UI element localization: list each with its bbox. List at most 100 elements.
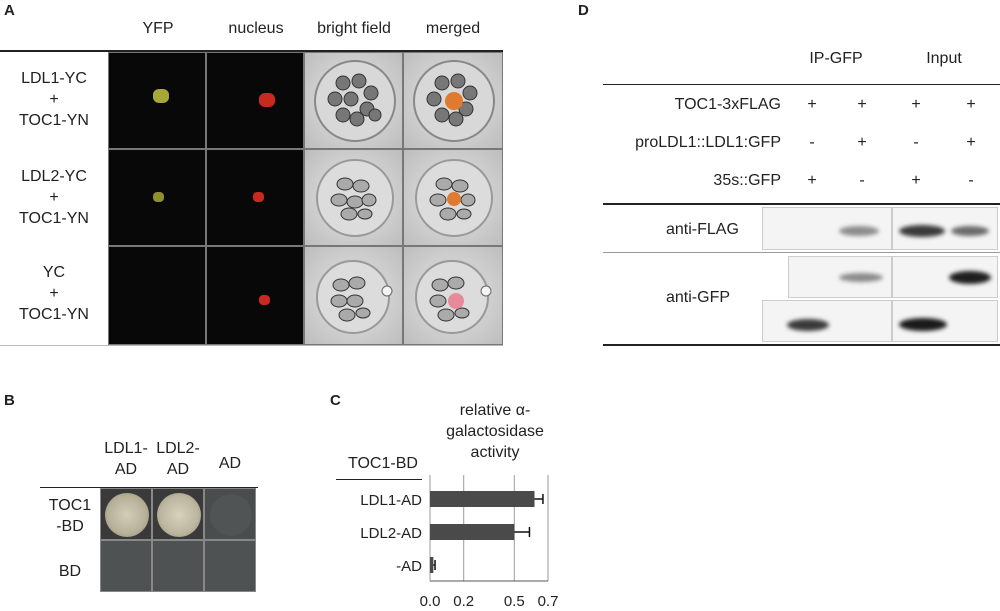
blot-anti-flag-ip bbox=[762, 207, 892, 250]
x-tick-label: 0.5 bbox=[504, 593, 525, 610]
panel-d-sep-rule bbox=[603, 252, 1000, 253]
image-ldl1-nucleus bbox=[206, 52, 304, 149]
x-tick-label: 0.0 bbox=[420, 593, 441, 610]
yfp-signal bbox=[153, 89, 169, 103]
yfp-signal bbox=[153, 192, 164, 202]
cell-outline bbox=[415, 159, 493, 237]
band bbox=[839, 273, 883, 282]
bar bbox=[430, 557, 434, 573]
yeast-spot-bd-ad bbox=[204, 540, 256, 592]
cell-outline bbox=[316, 159, 394, 237]
yeast-spot-bd-ldl2 bbox=[152, 540, 204, 592]
condition-sign: + bbox=[857, 96, 867, 113]
band bbox=[787, 319, 829, 331]
x-tick-label: 0.2 bbox=[453, 593, 474, 610]
condition-sign: + bbox=[807, 172, 817, 189]
panel-a-top-rule bbox=[0, 50, 503, 52]
yeast-spot-toc1-ad bbox=[204, 488, 256, 540]
condition-sign: + bbox=[911, 172, 921, 189]
cell-outline bbox=[415, 260, 492, 334]
col-header-yfp: YFP bbox=[142, 20, 174, 37]
group-header-ip-gfp: IP-GFP bbox=[809, 50, 863, 67]
row-label-bd: BD bbox=[58, 563, 82, 580]
panel-d-mid-rule bbox=[603, 203, 1000, 205]
band bbox=[899, 318, 947, 331]
blot-anti-gfp-upper-input bbox=[892, 256, 998, 298]
band bbox=[951, 226, 989, 236]
blot-anti-gfp-lower-ip bbox=[762, 300, 892, 342]
nucleus-signal bbox=[259, 93, 275, 107]
col-header-nucleus: nucleus bbox=[228, 20, 284, 37]
band bbox=[899, 225, 945, 237]
panel-d-label: D bbox=[578, 2, 589, 19]
condition-sign: + bbox=[911, 96, 921, 113]
panel-c-label: C bbox=[330, 392, 341, 409]
blot-anti-gfp-lower-input bbox=[892, 300, 998, 342]
col-header-merged: merged bbox=[425, 20, 481, 37]
yeast-spot-toc1-ldl2 bbox=[152, 488, 204, 540]
condition-sign: + bbox=[807, 96, 817, 113]
panel-a-label: A bbox=[4, 2, 15, 19]
yeast-spot-bd-ldl1 bbox=[100, 540, 152, 592]
image-yc-bright-field bbox=[304, 246, 403, 345]
image-ldl2-bright-field bbox=[304, 149, 403, 246]
bar bbox=[430, 491, 535, 507]
condition-label: TOC1-3xFLAG bbox=[674, 96, 781, 113]
image-yc-nucleus bbox=[206, 246, 304, 345]
panel-d-bottom-rule bbox=[603, 344, 1000, 346]
cell-outline bbox=[314, 60, 396, 142]
blot-anti-gfp-upper-ip bbox=[788, 256, 892, 298]
category-label: LDL2-AD bbox=[360, 525, 422, 542]
condition-sign: + bbox=[966, 96, 976, 113]
colony-growth bbox=[157, 493, 201, 537]
col-header-ad: AD bbox=[218, 455, 242, 472]
chart-title: relative α- galactosidase activity bbox=[446, 402, 544, 461]
category-label: LDL1-AD bbox=[360, 492, 422, 509]
yeast-spot-toc1-ldl1 bbox=[100, 488, 152, 540]
row-label-yc: YC + TOC1-YN bbox=[19, 264, 89, 323]
chart-header-rule bbox=[336, 479, 422, 480]
image-ldl2-merged bbox=[403, 149, 503, 246]
colony-growth bbox=[105, 493, 149, 537]
blot-label-anti-flag: anti-FLAG bbox=[666, 221, 739, 238]
panel-d-top-rule bbox=[603, 84, 1000, 85]
condition-sign: + bbox=[966, 134, 976, 151]
band bbox=[949, 271, 991, 284]
condition-sign: - bbox=[809, 134, 815, 151]
panel-b-rule bbox=[40, 487, 258, 488]
group-header-input: Input bbox=[926, 50, 962, 67]
condition-sign: + bbox=[857, 134, 867, 151]
panel-a-bottom-rule bbox=[0, 345, 503, 346]
col-header-ldl1-ad: LDL1-AD bbox=[104, 440, 148, 478]
cell-outline bbox=[413, 60, 495, 142]
condition-sign: - bbox=[913, 134, 919, 151]
nucleus-signal bbox=[253, 192, 264, 202]
image-ldl2-nucleus bbox=[206, 149, 304, 246]
panel-b-label: B bbox=[4, 392, 15, 409]
category-label: -AD bbox=[396, 558, 422, 575]
col-header-ldl2-ad: LDL2-AD bbox=[156, 440, 200, 478]
faint-spot bbox=[210, 494, 252, 536]
condition-sign: - bbox=[968, 172, 974, 189]
row-label-ldl1: LDL1-YC + TOC1-YN bbox=[19, 70, 89, 129]
blot-label-anti-gfp: anti-GFP bbox=[666, 289, 731, 306]
cell-outline bbox=[316, 260, 393, 334]
condition-sign: - bbox=[859, 172, 865, 189]
image-yc-yfp bbox=[108, 246, 206, 345]
image-ldl1-yfp bbox=[108, 52, 206, 149]
blot-anti-flag-input bbox=[892, 207, 998, 250]
col-header-bright-field: bright field bbox=[317, 20, 391, 37]
image-yc-merged bbox=[403, 246, 503, 345]
row-label-toc1-bd: TOC1-BD bbox=[48, 497, 92, 535]
image-ldl1-merged bbox=[403, 52, 503, 149]
bar-chart: 0.0 0.2 0.5 0.7 LDL1-AD LDL2-AD -AD bbox=[360, 475, 559, 610]
chart-row-header: TOC1-BD bbox=[348, 455, 418, 472]
bar bbox=[430, 524, 515, 540]
nucleus-signal bbox=[259, 295, 270, 305]
image-ldl2-yfp bbox=[108, 149, 206, 246]
row-label-ldl2: LDL2-YC + TOC1-YN bbox=[19, 168, 89, 227]
condition-label: proLDL1::LDL1:GFP bbox=[635, 134, 781, 151]
image-ldl1-bright-field bbox=[304, 52, 403, 149]
band bbox=[839, 226, 879, 236]
x-tick-label: 0.7 bbox=[538, 593, 559, 610]
